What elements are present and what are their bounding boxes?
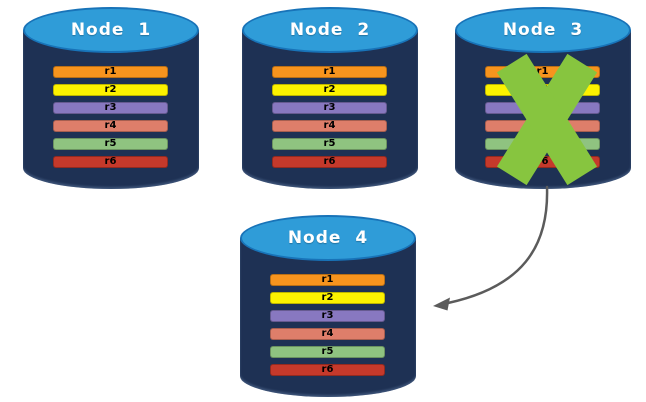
node-3-cylinder: Node 3 r1 r2 r3 r4 r5 r6 [455, 7, 631, 189]
node-4-rows: r1 r2 r3 r4 r5 r6 [270, 274, 385, 382]
replica-row: r1 [272, 66, 387, 78]
replica-row: r3 [272, 102, 387, 114]
replica-row: r1 [270, 274, 385, 286]
node-2-rows: r1 r2 r3 r4 r5 r6 [272, 66, 387, 174]
replica-row: r6 [270, 364, 385, 376]
node-4-cylinder: Node 4 r1 r2 r3 r4 r5 r6 [240, 215, 416, 397]
replica-row: r5 [53, 138, 168, 150]
replica-row: r6 [53, 156, 168, 168]
replica-row: r2 [270, 292, 385, 304]
node-1-cylinder-top: Node 1 [23, 7, 199, 53]
node-3-label: Node 3 [502, 20, 584, 40]
failure-x-icon [497, 53, 597, 186]
replica-row: r5 [272, 138, 387, 150]
node-1-rows: r1 r2 r3 r4 r5 r6 [53, 66, 168, 174]
replica-row: r4 [270, 328, 385, 340]
node-4-cylinder-top: Node 4 [240, 215, 416, 261]
node-2-cylinder-top: Node 2 [242, 7, 418, 53]
replica-row: r3 [53, 102, 168, 114]
replica-row: r2 [53, 84, 168, 96]
node-3-cylinder-top: Node 3 [455, 7, 631, 53]
node-1-cylinder: Node 1 r1 r2 r3 r4 r5 r6 [23, 7, 199, 189]
replica-row: r4 [53, 120, 168, 132]
node-2-label: Node 2 [289, 20, 371, 40]
replica-row: r2 [272, 84, 387, 96]
replica-row: r5 [270, 346, 385, 358]
replica-row: r1 [53, 66, 168, 78]
node-4-label: Node 4 [287, 228, 369, 248]
replica-row: r4 [272, 120, 387, 132]
replica-row: r6 [272, 156, 387, 168]
replica-row: r3 [270, 310, 385, 322]
node-2-cylinder: Node 2 r1 r2 r3 r4 r5 r6 [242, 7, 418, 189]
node-1-label: Node 1 [70, 20, 152, 40]
